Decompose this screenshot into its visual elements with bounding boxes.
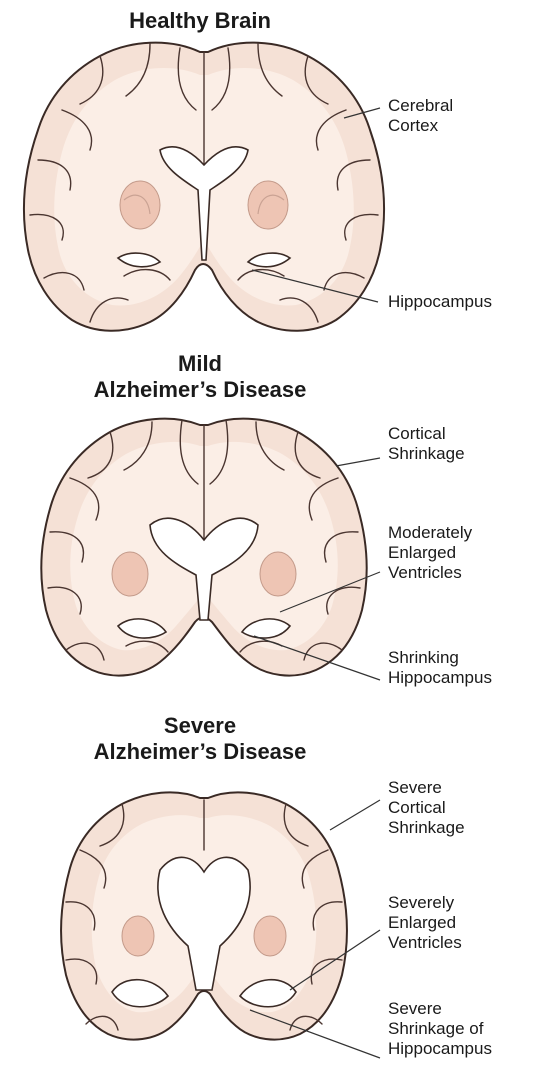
label-cortical-shrinkage: Cortical Shrinkage [388, 424, 465, 464]
leader-cortical-shrinkage [336, 458, 380, 466]
leader-severe-cortical-shrinkage [330, 800, 380, 830]
healthy-brain-section [24, 43, 384, 331]
label-severe-shrinkage-of-hippocampus: Severe Shrinkage of Hippocampus [388, 999, 492, 1059]
label-cerebral-cortex: Cerebral Cortex [388, 96, 453, 136]
label-hippocampus: Hippocampus [388, 292, 492, 312]
label-shrinking-hippocampus: Shrinking Hippocampus [388, 648, 492, 688]
mild-alzheimers-section [41, 419, 380, 680]
severe-alzheimers-section [61, 792, 380, 1058]
label-moderately-enlarged-ventricles: Moderately Enlarged Ventricles [388, 523, 472, 583]
label-severe-cortical-shrinkage: Severe Cortical Shrinkage [388, 778, 465, 838]
label-severely-enlarged-ventricles: Severely Enlarged Ventricles [388, 893, 462, 953]
